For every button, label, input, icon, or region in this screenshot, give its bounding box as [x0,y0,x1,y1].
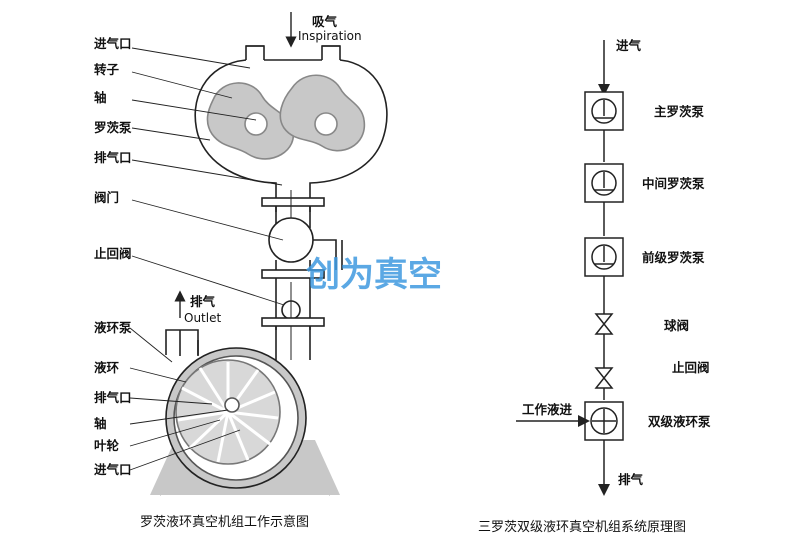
roots-pump-assembly [194,45,388,190]
callout-pump-exhaust: 排气口 [94,390,132,405]
exhaust-stub [165,329,199,355]
pump-shaft [224,397,240,413]
watermark: 创为真空 [305,255,442,295]
right-caption: 三罗茨双级液环真空机组系统原理图 [478,520,686,535]
liquid-inlet-label: 工作液进 [522,402,573,417]
ball-valve-label: 球阀 [664,318,689,333]
callout-liquid-ring: 液环 [94,360,120,375]
leader-lines-lower [129,327,241,471]
callout-rotor: 转子 [94,62,120,77]
stage-label-2: 中间罗茨泵 [642,176,705,191]
callout-liquid-ring-pump: 液环泵 [94,320,132,335]
callout-pump-shaft: 轴 [94,416,107,431]
schematic-inlet: 进气 [616,38,642,53]
callout-shaft: 轴 [94,90,107,105]
intake-label-en: Inspiration [298,29,362,43]
callout-valve: 阀门 [94,190,119,205]
check-valve-symbol [594,367,614,389]
shaft-left [244,112,268,136]
callout-inlet: 进气口 [94,36,132,51]
callout-check-valve: 止回阀 [94,246,132,261]
stage-label-1: 主罗茨泵 [654,104,705,119]
callout-roots-pump: 罗茨泵 [94,120,132,135]
stage-label-3: 前级罗茨泵 [642,250,705,265]
callout-pump-inlet: 进气口 [94,462,132,477]
check-valve-label: 止回阀 [672,360,710,375]
shaft-right [314,112,338,136]
leader-lines-upper [131,47,285,306]
intake-label: 吸气 [312,14,338,29]
callout-exhaust-port: 排气口 [94,150,132,165]
callout-impeller: 叶轮 [94,438,120,453]
left-caption: 罗茨液环真空机组工作示意图 [140,514,309,530]
liquid-ring-pump [150,329,340,496]
exhaust-label-en: Outlet [184,311,221,325]
schematic [516,40,624,496]
ball-valve-symbol [594,313,614,335]
inlet-flange [245,45,341,60]
exhaust-label: 排气 [190,294,216,309]
liquid-pump-label: 双级液环泵 [647,414,711,429]
pipe-column [261,190,343,360]
schematic-outlet: 排气 [618,472,644,487]
